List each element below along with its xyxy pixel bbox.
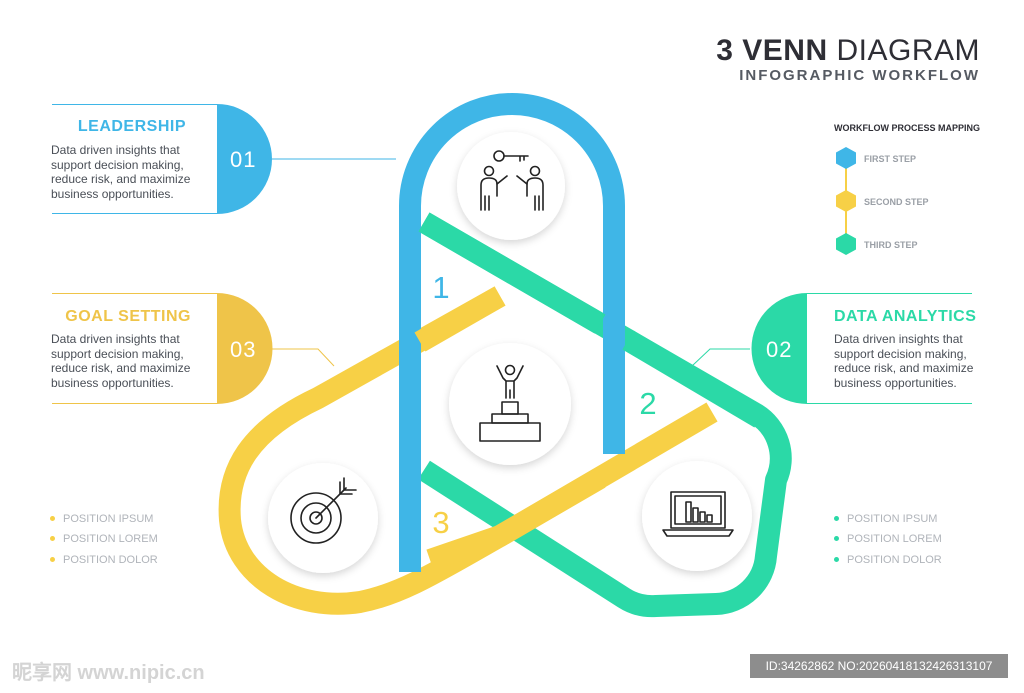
position-right-item: POSITION DOLOR [834,554,942,566]
yellow-weave-bottom [426,468,606,571]
page-subtitle: INFOGRAPHIC WORKFLOW [739,67,980,84]
bullet-dot [50,556,55,562]
icon-circle-center [449,343,571,465]
card-02-text: Data driven insights that support decisi… [834,332,974,390]
card-03-title: GOAL SETTING [65,308,191,325]
legend-title: WORKFLOW PROCESS MAPPING [834,123,980,133]
page-title: 3 VENN DIAGRAM [690,34,980,68]
legend-label-second: SECOND STEP [864,197,929,207]
card-01-number: 01 [230,147,257,172]
card-01-shape [52,104,272,214]
card-03-shape [52,293,273,404]
watermark-id: ID:34262862 NO:20260418132426313107 [750,654,1008,678]
green-weave-top [418,212,606,334]
yellow-weave-mid [414,286,506,352]
position-left-label: POSITION IPSUM [63,513,154,525]
handshake-key-icon [480,150,544,211]
position-right-item: POSITION LOREM [834,533,942,545]
title-bold: 3 VENN [716,34,828,67]
card-03-number: 03 [230,337,257,362]
podium-winner-icon [479,364,541,442]
bullet-dot [834,535,839,541]
legend-label-third: THIRD STEP [864,240,918,250]
position-right-item: POSITION IPSUM [834,513,937,525]
green-loop [418,212,792,618]
position-left-item: POSITION LOREM [50,533,158,545]
position-right-label: POSITION LOREM [847,533,942,545]
position-left-label: POSITION LOREM [63,533,158,545]
card-02-title: DATA ANALYTICS [834,308,977,325]
loop-number-1: 1 [432,270,449,305]
target-arrow-icon [290,477,357,544]
connector-03 [272,348,335,367]
position-right-label: POSITION DOLOR [847,554,942,566]
blue-loop [399,93,625,572]
card-01-text: Data driven insights that support decisi… [51,143,191,201]
position-right-label: POSITION IPSUM [847,513,938,525]
watermark-site: 昵享网 www.nipic.cn [12,662,205,684]
legend-hex-second [836,190,856,212]
legend-hex-first [836,147,856,169]
connector-02 [691,348,750,367]
card-01-title: LEADERSHIP [77,118,186,135]
loop-number-2: 2 [639,386,656,421]
icon-circle-left [268,463,378,573]
legend-hex-third [836,233,856,255]
icon-circle-top [457,132,565,240]
laptop-chart-icon [662,491,734,537]
bullet-dot [50,535,55,541]
loop-number-3: 3 [432,505,449,540]
card-02-number: 02 [766,337,793,362]
title-light: DIAGRAM [836,34,980,67]
green-weave-right [622,330,766,428]
legend-label-first: FIRST STEP [864,154,917,164]
position-left-label: POSITION DOLOR [63,554,158,566]
bullet-dot [834,556,839,562]
yellow-loop [218,286,718,615]
bullet-dot [50,515,55,521]
card-02-shape [751,293,972,404]
position-left-item: POSITION IPSUM [50,513,153,525]
bullet-dot [834,515,839,521]
position-left-item: POSITION DOLOR [50,554,158,566]
card-03-text: Data driven insights that support decisi… [51,332,191,390]
icon-circle-right [642,461,752,571]
